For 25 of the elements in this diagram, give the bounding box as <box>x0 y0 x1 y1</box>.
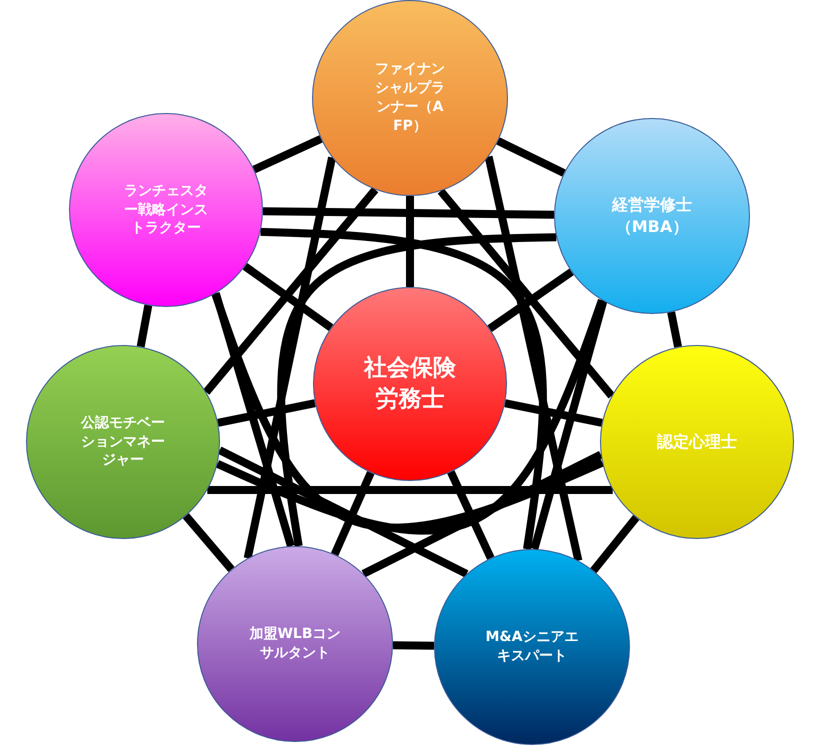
node-label: 認定心理士 <box>656 431 738 453</box>
node-label: 経営学修士（MBA） <box>610 194 693 238</box>
connector-line <box>496 137 566 177</box>
connector-line <box>406 196 414 287</box>
connector-line <box>207 486 613 494</box>
connector-line <box>218 446 468 578</box>
connector-line <box>530 300 608 550</box>
connector-line <box>262 207 554 219</box>
connector-line <box>590 515 640 574</box>
connector-line <box>203 187 378 395</box>
connector-line <box>362 450 603 578</box>
node-label: 社会保険労務士 <box>362 354 457 414</box>
node-label: M&Aシニアエキスパート <box>484 628 580 666</box>
connector-line <box>484 156 582 562</box>
connector-line <box>438 188 615 398</box>
connector-line <box>667 311 682 348</box>
connector-line <box>244 156 336 560</box>
connector-line <box>252 135 323 174</box>
connector-line <box>392 641 434 650</box>
node-label: 公認モチベーションマネージャー <box>80 414 166 470</box>
node-label: ファイナンシャルプランナー（AFP） <box>374 60 446 136</box>
node-label: ランチェスター戦略インストラクター <box>123 182 209 238</box>
node-label: 加盟WLBコンサルタント <box>248 625 342 663</box>
connector-line <box>136 304 152 348</box>
connector-line <box>182 513 235 572</box>
